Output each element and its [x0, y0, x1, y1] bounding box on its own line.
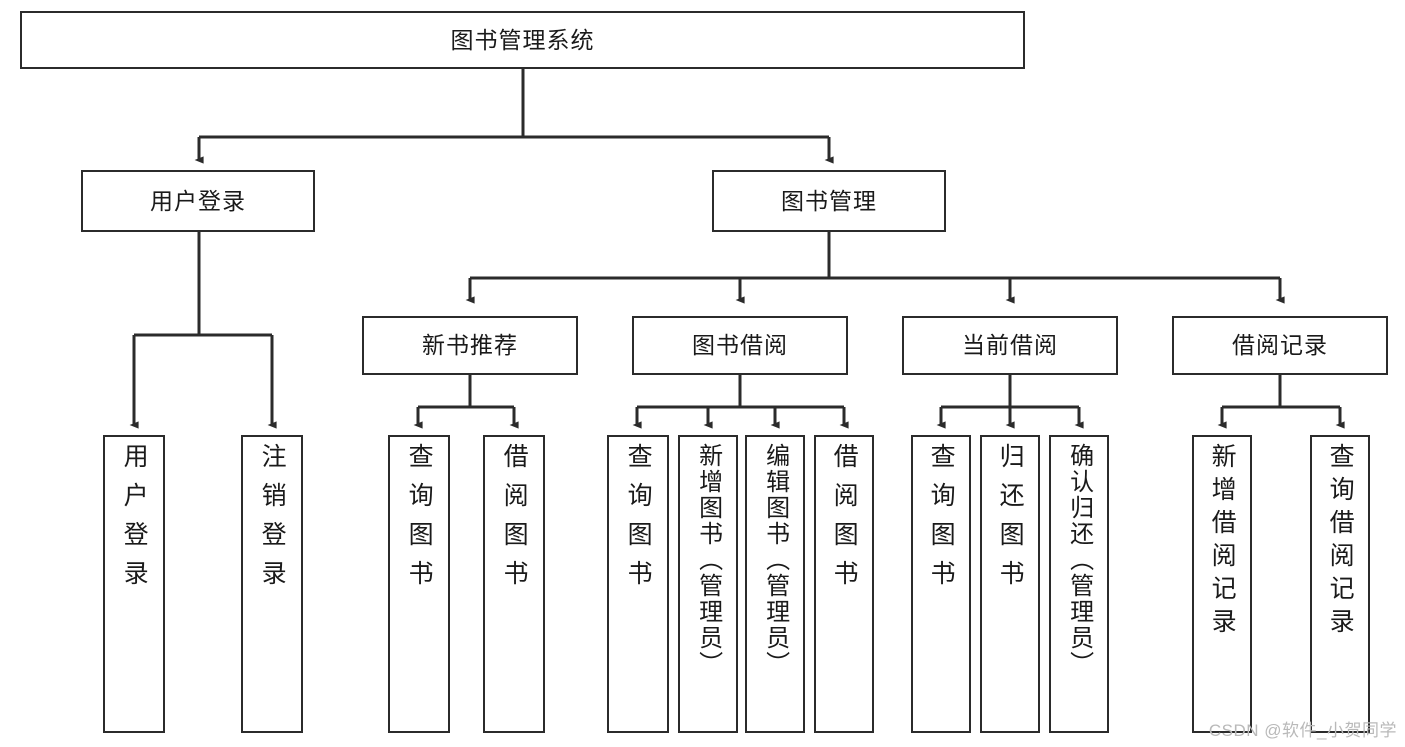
node-label: 借阅记录 [1232, 332, 1328, 359]
node-label: 查询图书 [624, 443, 653, 599]
node-label: 归还图书 [996, 443, 1025, 599]
node-label: 借阅图书 [500, 443, 529, 599]
node-label: 借阅图书 [830, 443, 859, 599]
node-book-management[interactable]: 图书管理 [712, 170, 946, 232]
node-new-book-recommend[interactable]: 新书推荐 [362, 316, 578, 375]
leaf-user-login[interactable]: 用户登录 [103, 435, 165, 733]
node-user-login[interactable]: 用户登录 [81, 170, 315, 232]
node-label: 图书管理系统 [450, 26, 595, 53]
leaf-record-query-borrow-record[interactable]: 查询借阅记录 [1310, 435, 1370, 733]
leaf-recommend-query-book[interactable]: 查询图书 [388, 435, 450, 733]
leaf-current-query-book[interactable]: 查询图书 [911, 435, 971, 733]
node-book-borrow[interactable]: 图书借阅 [632, 316, 848, 375]
node-label: 新增借阅记录 [1208, 443, 1237, 641]
node-current-borrow[interactable]: 当前借阅 [902, 316, 1118, 375]
node-label: 注销登录 [258, 443, 287, 599]
node-borrow-record[interactable]: 借阅记录 [1172, 316, 1388, 375]
leaf-borrow-add-book-admin[interactable]: 新增图书（管理员） [678, 435, 738, 733]
node-label: 查询借阅记录 [1326, 443, 1355, 641]
leaf-borrow-edit-book-admin[interactable]: 编辑图书（管理员） [745, 435, 805, 733]
leaf-borrow-query-book[interactable]: 查询图书 [607, 435, 669, 733]
node-label: 用户登录 [150, 187, 246, 214]
node-label: 确认归还（管理员） [1065, 443, 1093, 677]
node-label: 编辑图书（管理员） [761, 443, 789, 677]
leaf-current-return-book[interactable]: 归还图书 [980, 435, 1040, 733]
node-label: 图书借阅 [692, 332, 788, 359]
leaf-borrow-borrow-book[interactable]: 借阅图书 [814, 435, 874, 733]
node-root-book-management-system[interactable]: 图书管理系统 [20, 11, 1025, 69]
leaf-current-confirm-return-admin[interactable]: 确认归还（管理员） [1049, 435, 1109, 733]
node-label: 查询图书 [405, 443, 434, 599]
node-label: 当前借阅 [962, 332, 1058, 359]
node-label: 查询图书 [927, 443, 956, 599]
node-label: 图书管理 [781, 187, 877, 214]
watermark-text: CSDN @软件_小贺同学 [1208, 721, 1397, 740]
leaf-record-add-borrow-record[interactable]: 新增借阅记录 [1192, 435, 1252, 733]
leaf-logout[interactable]: 注销登录 [241, 435, 303, 733]
node-label: 新增图书（管理员） [694, 443, 722, 677]
node-label: 用户登录 [120, 443, 149, 599]
node-label: 新书推荐 [422, 332, 518, 359]
leaf-recommend-borrow-book[interactable]: 借阅图书 [483, 435, 545, 733]
